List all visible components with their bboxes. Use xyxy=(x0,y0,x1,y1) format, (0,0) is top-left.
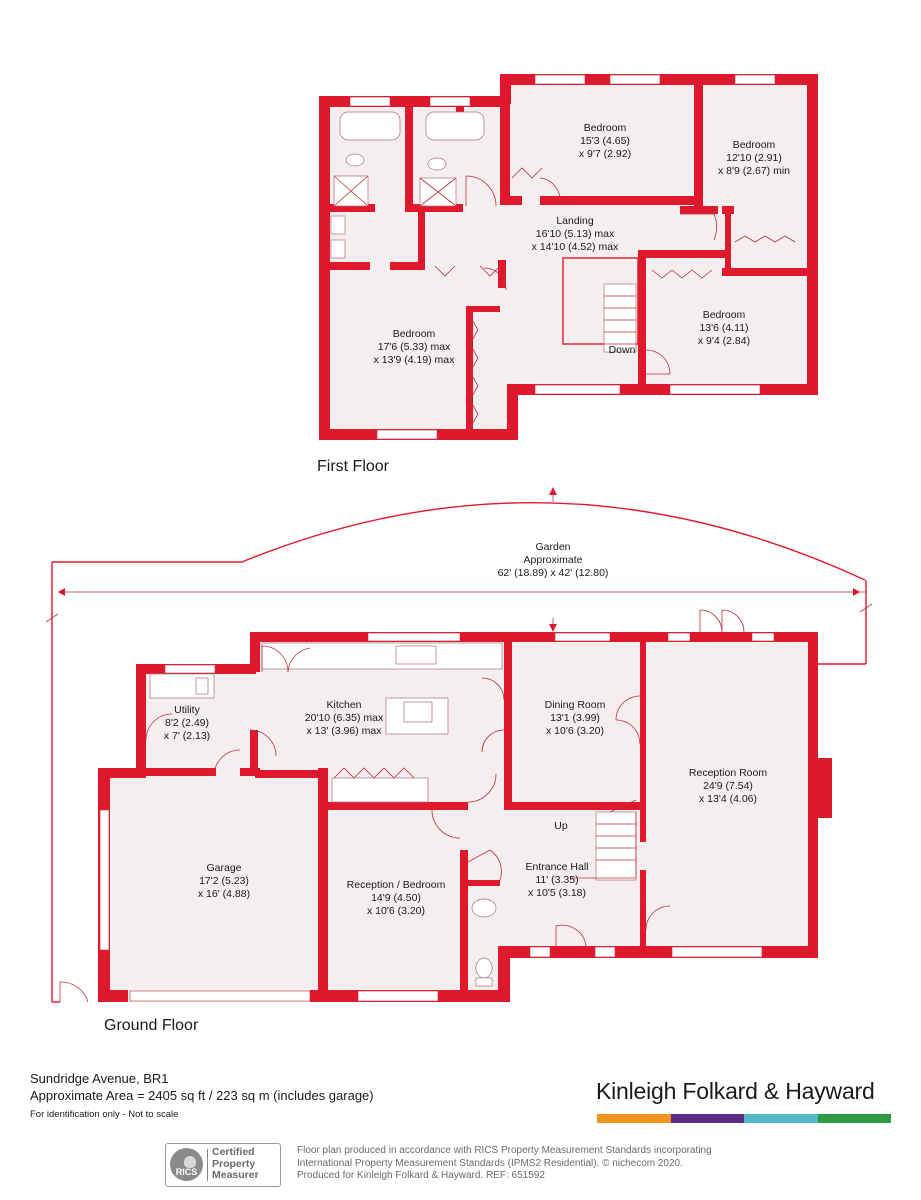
room-dims: x 9'7 (2.92) xyxy=(579,148,631,160)
garden-dims: 62' (18.89) x 42' (12.80) xyxy=(498,567,609,579)
gf-room-utility: Utility 8'2 (2.49) x 7' (2.13) xyxy=(164,704,210,742)
room-dims: 12'10 (2.91) xyxy=(726,152,782,164)
room-dims: 16'10 (5.13) max xyxy=(536,228,615,240)
room-name: Landing xyxy=(556,215,594,227)
room-dims: x 7' (2.13) xyxy=(164,730,210,742)
room-name: Kitchen xyxy=(326,699,361,711)
stairs-up-label: Up xyxy=(554,820,568,832)
rics-logo-icon: RICS xyxy=(170,1148,203,1181)
disclaimer-text: Floor plan produced in accordance with R… xyxy=(297,1145,712,1183)
room-dims: 13'1 (3.99) xyxy=(550,712,600,724)
room-dims: 13'6 (4.11) xyxy=(699,322,748,334)
ff-room-landing: Landing 16'10 (5.13) max x 14'10 (4.52) … xyxy=(532,215,619,253)
badge-line: Property xyxy=(212,1157,256,1170)
rics-logo-text: RICS xyxy=(175,1167,198,1177)
room-dims: x 10'6 (3.20) xyxy=(546,725,604,737)
room-name: Utility xyxy=(174,704,200,716)
gf-room-dining: Dining Room 13'1 (3.99) x 10'6 (3.20) xyxy=(545,699,606,737)
room-dims: x 13'9 (4.19) max xyxy=(374,354,456,366)
identification-note: For identification only - Not to scale xyxy=(30,1109,179,1120)
lion-icon xyxy=(184,1156,196,1168)
room-name: Reception / Bedroom xyxy=(347,879,446,891)
gf-room-kitchen: Kitchen 20'10 (6.35) max x 13' (3.96) ma… xyxy=(305,699,384,737)
first-floor-title: First Floor xyxy=(317,458,390,475)
disclaimer-line: Produced for Kinleigh Folkard & Hayward.… xyxy=(297,1170,545,1181)
room-dims: 14'9 (4.50) xyxy=(371,892,421,904)
brand-color-bar xyxy=(597,1114,891,1123)
room-dims: x 16' (4.88) xyxy=(198,888,250,900)
approximate-area: Approximate Area = 2405 sq ft / 223 sq m… xyxy=(30,1088,374,1103)
agent-brand-name: Kinleigh Folkard & Hayward xyxy=(596,1078,875,1104)
ff-room-bedroom-1: Bedroom 15'3 (4.65) x 9'7 (2.92) xyxy=(579,122,631,160)
room-name: Bedroom xyxy=(733,139,776,151)
room-name: Reception Room xyxy=(689,767,767,779)
ff-room-bedroom-2: Bedroom 12'10 (2.91) x 8'9 (2.67) min xyxy=(718,139,790,177)
garden-dims: Approximate xyxy=(524,554,583,566)
ground-floor-plan: Up Utility 8'2 (2.49) x 7' (2.13) Kitche… xyxy=(59,609,832,1034)
badge-divider xyxy=(207,1149,208,1181)
brand-bar-segment xyxy=(744,1114,818,1123)
room-dims: x 13' (3.96) max xyxy=(307,725,383,737)
badge-text: Certified Property Measurer xyxy=(212,1146,259,1182)
room-dims: 11' (3.35) xyxy=(535,874,578,886)
ff-room-bedroom-4: Bedroom 17'6 (5.33) max x 13'9 (4.19) ma… xyxy=(374,328,456,366)
disclaimer-line: Floor plan produced in accordance with R… xyxy=(297,1145,712,1156)
gf-room-reception-bedroom: Reception / Bedroom 14'9 (4.50) x 10'6 (… xyxy=(347,879,446,917)
ground-floor-title: Ground Floor xyxy=(104,1017,199,1034)
room-dims: 17'6 (5.33) max xyxy=(378,341,451,353)
room-dims: 20'10 (6.35) max xyxy=(305,712,384,724)
room-name: Bedroom xyxy=(393,328,436,340)
room-dims: x 13'4 (4.06) xyxy=(699,793,757,805)
disclaimer-line: International Property Measurement Stand… xyxy=(297,1157,683,1169)
room-name: Dining Room xyxy=(545,699,606,711)
stairs-down-label: Down xyxy=(609,344,636,356)
room-name: Bedroom xyxy=(584,122,627,134)
first-floor-plan: Down Bedroom 15'3 (4.65) x 9'7 (2.92) Be… xyxy=(317,74,818,475)
room-dims: 17'2 (5.23) xyxy=(199,875,249,887)
room-name: Entrance Hall xyxy=(525,861,588,873)
first-floor-stairs: Down xyxy=(562,257,639,356)
garden-name: Garden xyxy=(535,541,570,553)
room-name: Bedroom xyxy=(703,309,746,321)
room-dims: x 14'10 (4.52) max xyxy=(532,241,619,253)
room-dims: x 8'9 (2.67) min xyxy=(718,165,790,177)
badge-line: Measurer xyxy=(212,1169,259,1181)
ff-room-bedroom-3: Bedroom 13'6 (4.11) x 9'4 (2.84) xyxy=(698,309,750,347)
badge-line: Certified xyxy=(212,1146,255,1158)
gf-room-entrance-hall: Entrance Hall 11' (3.35) x 10'5 (3.18) xyxy=(525,861,588,899)
room-dims: x 10'5 (3.18) xyxy=(528,887,586,899)
rics-certified-badge: RICS Certified Property Measurer xyxy=(165,1143,281,1187)
property-address: Sundridge Avenue, BR1 xyxy=(30,1071,169,1086)
room-dims: x 9'4 (2.84) xyxy=(698,335,750,347)
room-dims: 15'3 (4.65) xyxy=(580,135,630,147)
room-dims: 8'2 (2.49) xyxy=(165,717,209,729)
room-dims: x 10'6 (3.20) xyxy=(367,905,425,917)
garden-area: Garden Approximate 62' (18.89) x 42' (12… xyxy=(45,487,873,1003)
gf-room-garage: Garage 17'2 (5.23) x 16' (4.88) xyxy=(198,862,250,900)
brand-bar-segment xyxy=(670,1114,744,1123)
ground-floor-stairs: Up xyxy=(554,799,637,881)
gf-room-reception: Reception Room 24'9 (7.54) x 13'4 (4.06) xyxy=(689,767,767,805)
brand-bar-segment xyxy=(597,1114,671,1123)
brand-bar-segment xyxy=(817,1114,891,1123)
room-dims: 24'9 (7.54) xyxy=(703,780,753,792)
room-name: Garage xyxy=(206,862,241,874)
